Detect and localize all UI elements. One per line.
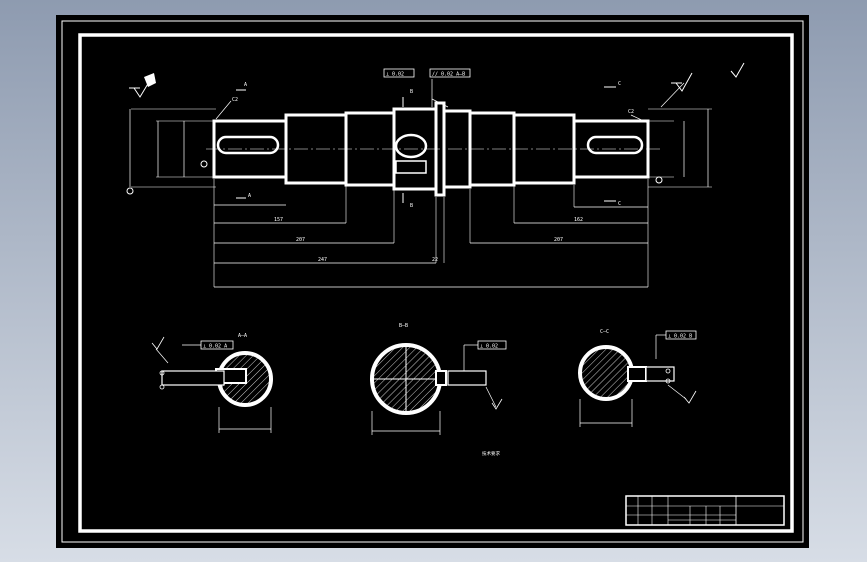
section-a-tolerance: ⊥ 0.02 A [203, 344, 227, 350]
tolerance-frame-1-text: ⊥ 0.02 [386, 72, 404, 78]
tolerance-frame-1 [383, 68, 415, 78]
tolerance-frame-2 [429, 68, 471, 78]
title-block [625, 495, 785, 526]
tolerance-frame-2-text: // 0.02 A–B [432, 72, 465, 78]
section-mark-a-bottom: A [248, 193, 251, 199]
main-shaft-view [126, 62, 745, 288]
dim-length-157: 157 [274, 217, 283, 223]
section-a-label: A—A [238, 333, 247, 339]
section-mark-a-top: A [244, 82, 247, 88]
section-b-b: B—B ⊥ 0.02 [370, 323, 507, 435]
section-c-tolerance: ⊥ 0.02 B [668, 334, 692, 340]
label-chamfer-right: C2 [628, 109, 634, 115]
dim-length-207-right: 207 [554, 237, 563, 243]
section-mark-c-top: C [618, 81, 621, 87]
section-b-label: B—B [399, 323, 408, 329]
section-mark-b-top: B [410, 89, 413, 95]
dim-length-22: 22 [432, 257, 438, 263]
sheet-borders [61, 20, 804, 543]
dim-length-207-left: 207 [296, 237, 305, 243]
label-chamfer-left: C2 [232, 97, 238, 103]
drawing-sheet: C2 C2 A A B B C C ⊥ 0.02 // 0.02 A–B 157… [56, 15, 809, 548]
section-a-a: A—A ⊥ 0.02 A [151, 333, 273, 433]
section-mark-c-bottom: C [618, 201, 621, 207]
section-c-label: C—C [600, 329, 609, 335]
main-view-labels: C2 C2 A A B B C C ⊥ 0.02 // 0.02 A–B 157… [144, 68, 634, 263]
dim-length-162: 162 [574, 217, 583, 223]
section-mark-b-bottom: B [410, 203, 413, 209]
dim-length-247: 247 [318, 257, 327, 263]
cad-drawing: C2 C2 A A B B C C ⊥ 0.02 // 0.02 A–B 157… [61, 20, 804, 543]
roughness-mark-icon [144, 73, 156, 87]
section-c-c: C—C ⊥ 0.02 B [578, 329, 697, 427]
notes-title: 技术要求 [482, 450, 500, 457]
technical-notes: 技术要求 [482, 450, 500, 457]
section-b-tolerance: ⊥ 0.02 [480, 344, 498, 350]
